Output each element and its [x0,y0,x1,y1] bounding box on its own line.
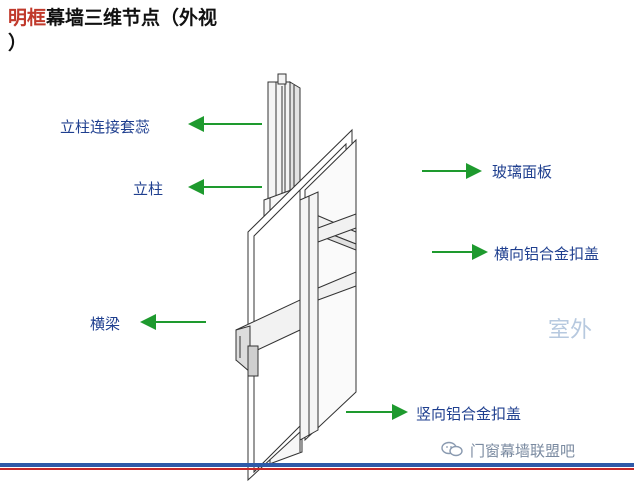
label-beam: 横梁 [90,315,121,333]
horizontal-cap-lower [317,213,357,301]
wechat-icon [441,441,463,457]
bottom-bar-red [0,468,634,470]
label-horizontal-cap: 横向铝合金扣盖 [494,245,600,263]
label-exterior: 室外 [548,318,593,343]
label-column-connector: 立柱连接套蕊 [60,118,151,136]
footer-brand: 门窗幕墙联盟吧 [470,442,576,460]
vertical-aluminum-cap [299,191,319,441]
title-highlight: 明框 [8,7,47,29]
label-vertical-cap: 竖向铝合金扣盖 [416,405,522,423]
bottom-bar-blue [0,463,634,467]
title-line2: ） [8,32,28,54]
title-text: 幕墙三维节点（外视 [46,7,218,29]
page-title: 明框幕墙三维节点（外视 ） [8,6,288,56]
label-glass-panel: 玻璃面板 [492,163,553,181]
column-connector-sleeve [267,73,301,209]
label-column: 立柱 [133,180,164,198]
